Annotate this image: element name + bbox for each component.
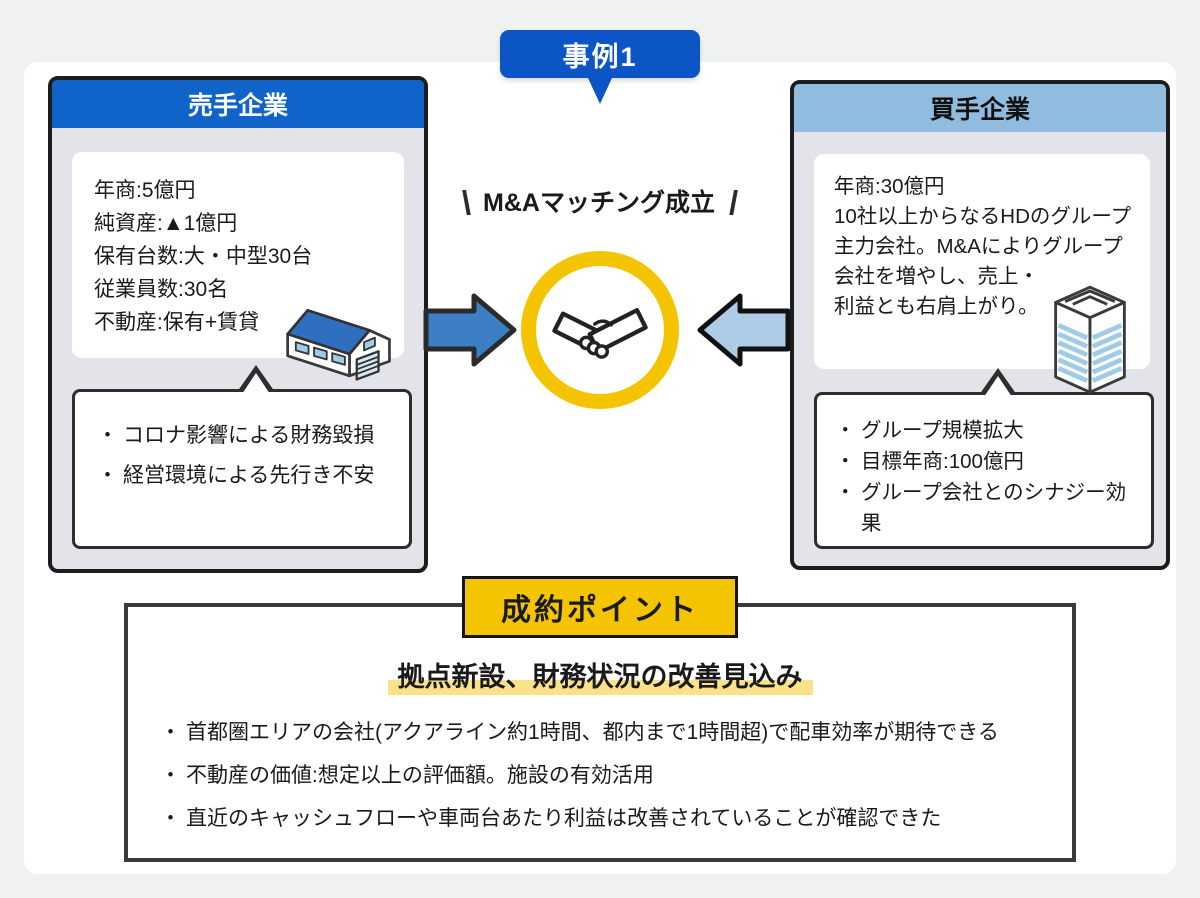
seller-to-match-arrow-icon xyxy=(423,293,517,367)
emphasis-right-slash: / xyxy=(728,184,739,221)
match-label-text: M&Aマッチング成立 xyxy=(483,189,715,217)
buyer-note-text: グループ会社とのシナジー効果 xyxy=(861,481,1127,535)
points-bullet-list: ・ 首都圏エリアの会社(アクアライン約1時間、都内まで1時間超)で配車効率が期待… xyxy=(160,711,1072,840)
bullet-mark: ・ xyxy=(97,424,118,447)
seller-company-box: 売手企業 年商:5億円 純資産:▲1億円 保有台数:大・中型30台 従業員数:3… xyxy=(48,76,428,573)
seller-info-line: 不動産:保有+賃貸 xyxy=(94,311,260,334)
seller-info-line: 年商:5億円 xyxy=(94,179,196,202)
bullet-mark: ・ xyxy=(160,721,181,744)
buyer-note-text: グループ規模拡大 xyxy=(861,419,1024,442)
bullet-mark: ・ xyxy=(97,464,118,487)
match-label: \ M&Aマッチング成立 / xyxy=(0,183,1200,222)
buyer-to-match-arrow-icon xyxy=(691,293,791,367)
points-heading: 拠点新設、財務状況の改善見込み xyxy=(128,655,1072,695)
seller-note-item: ・ 経営環境による先行き不安 xyxy=(97,456,399,496)
points-bullet-item: ・ 不動産の価値:想定以上の評価額。施設の有効活用 xyxy=(160,754,1072,797)
bullet-mark: ・ xyxy=(835,419,856,442)
buyer-info-line: 利益とも右肩上がり。 xyxy=(834,295,1039,318)
case-badge-label: 事例1 xyxy=(562,41,638,72)
seller-info-line: 従業員数:30名 xyxy=(94,278,229,301)
emphasis-left-slash: \ xyxy=(461,184,472,221)
points-heading-text: 拠点新設、財務状況の改善見込み xyxy=(387,662,813,695)
points-bullet-item: ・ 直近のキャッシュフローや車両台あたり利益は改善されていることが確認できた xyxy=(160,797,1072,840)
buyer-note-item: ・ 目標年商:100億円 xyxy=(835,446,1143,477)
buyer-note-item: ・ グループ会社とのシナジー効果 xyxy=(835,477,1143,539)
handshake-icon xyxy=(552,308,648,359)
bullet-mark: ・ xyxy=(835,450,856,473)
points-title-text: 成約ポイント xyxy=(501,594,699,627)
buyer-note-item: ・ グループ規模拡大 xyxy=(835,415,1143,446)
seller-info-line: 保有台数:大・中型30台 xyxy=(94,245,313,268)
buyer-header: 買手企業 xyxy=(794,84,1166,132)
handshake-ring xyxy=(521,251,679,409)
seller-info-line: 純資産:▲1億円 xyxy=(94,212,238,235)
bullet-mark: ・ xyxy=(835,481,856,504)
points-bullet-text: 不動産の価値:想定以上の評価額。施設の有効活用 xyxy=(186,764,654,787)
points-bullet-text: 直近のキャッシュフローや車両台あたり利益は改善されていることが確認できた xyxy=(186,807,942,830)
seller-header: 売手企業 xyxy=(52,80,424,128)
buyer-company-box: 買手企業 年商:30億円 10社以上からなるHDのグループ 主力会社。M&Aによ… xyxy=(790,80,1170,570)
seller-info-card: 年商:5億円 純資産:▲1億円 保有台数:大・中型30台 従業員数:30名 不動… xyxy=(72,152,404,358)
buyer-info-line: 主力会社。M&Aによりグループ xyxy=(834,235,1123,258)
case-badge: 事例1 xyxy=(500,30,700,104)
buyer-info-line: 会社を増やし、売上・ xyxy=(834,265,1039,288)
office-building-icon xyxy=(1037,270,1143,396)
seller-note-text: 経営環境による先行き不安 xyxy=(123,464,375,487)
seller-note-text: コロナ影響による財務毀損 xyxy=(123,424,375,447)
buyer-title: 買手企業 xyxy=(929,96,1030,124)
seller-title: 売手企業 xyxy=(187,92,288,120)
points-box: 拠点新設、財務状況の改善見込み ・ 首都圏エリアの会社(アクアライン約1時間、都… xyxy=(124,603,1076,862)
seller-note-item: ・ コロナ影響による財務毀損 xyxy=(97,416,399,456)
buyer-info-line: 10社以上からなるHDのグループ xyxy=(834,205,1132,228)
points-bullet-item: ・ 首都圏エリアの会社(アクアライン約1時間、都内まで1時間超)で配車効率が期待… xyxy=(160,711,1072,754)
buyer-info-line: 年商:30億円 xyxy=(834,175,945,198)
bullet-mark: ・ xyxy=(160,807,181,830)
seller-notes-bubble: ・ コロナ影響による財務毀損 ・ 経営環境による先行き不安 xyxy=(72,365,412,549)
points-bullet-text: 首都圏エリアの会社(アクアライン約1時間、都内まで1時間超)で配車効率が期待でき… xyxy=(186,721,999,744)
buyer-note-text: 目標年商:100億円 xyxy=(861,450,1024,473)
bullet-mark: ・ xyxy=(160,764,181,787)
points-title-tag: 成約ポイント xyxy=(462,576,738,638)
warehouse-icon xyxy=(284,286,404,382)
buyer-notes-bubble: ・ グループ規模拡大 ・ 目標年商:100億円 ・ グループ会社とのシナジー効果 xyxy=(814,368,1154,549)
